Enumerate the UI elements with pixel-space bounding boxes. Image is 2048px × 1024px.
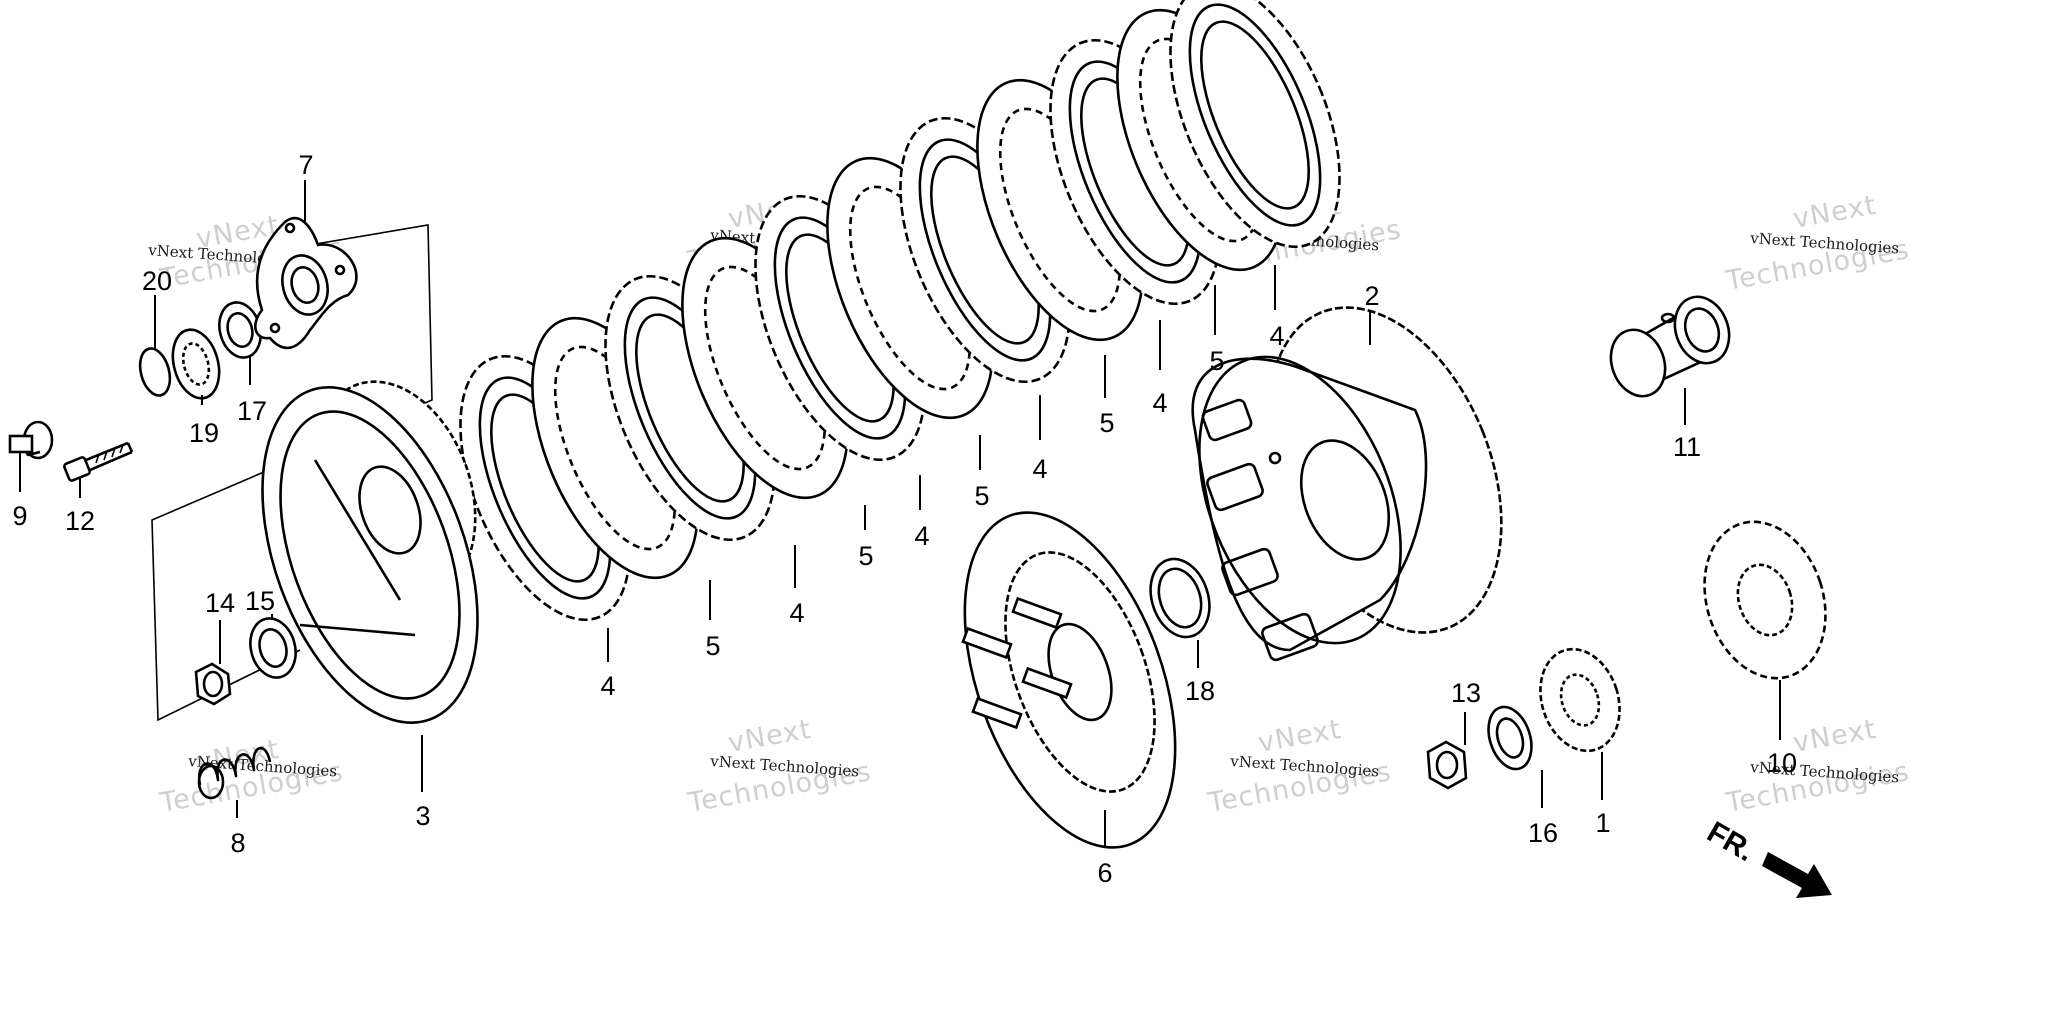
callout-14: 14 <box>205 588 235 618</box>
pressure-plate <box>961 511 1177 849</box>
bolt-12 <box>63 441 134 482</box>
collar-11 <box>1609 295 1731 398</box>
callout-4: 4 <box>1152 388 1167 418</box>
leader-lines <box>19 180 1781 848</box>
callout-10: 10 <box>1767 748 1797 778</box>
callout-20: 20 <box>142 266 172 296</box>
callout-6: 6 <box>1097 858 1112 888</box>
callout-7: 7 <box>298 150 313 180</box>
watermark-brand: vNext <box>1256 714 1344 759</box>
friction-disc <box>1169 0 1341 249</box>
clutch-outer <box>1191 306 1503 662</box>
callout-9: 9 <box>12 501 27 531</box>
lifter-plate-7 <box>254 216 358 350</box>
clutch-center <box>261 380 479 724</box>
callout-5: 5 <box>1209 346 1224 376</box>
callout-2: 2 <box>1364 281 1379 311</box>
bearing-19 <box>171 328 221 400</box>
callout-13: 13 <box>1451 678 1481 708</box>
callout-18: 18 <box>1185 676 1215 706</box>
callout-17: 17 <box>237 396 267 426</box>
callout-19: 19 <box>189 418 219 448</box>
spring-8 <box>197 746 272 800</box>
callout-4: 4 <box>600 671 615 701</box>
pressure-plate-boss <box>961 596 1073 730</box>
washer-16 <box>1487 705 1533 771</box>
callout-8: 8 <box>230 828 245 858</box>
callout-4: 4 <box>1032 454 1047 484</box>
callout-12: 12 <box>65 506 95 536</box>
callout-1: 1 <box>1595 808 1610 838</box>
callout-labels: 7 20 19 17 9 12 14 15 8 3 4 5 4 5 4 5 4 … <box>12 150 1797 888</box>
callout-15: 15 <box>245 586 275 616</box>
watermark: vNext Technologies vNext Technologies <box>157 734 346 819</box>
callout-5: 5 <box>705 631 720 661</box>
bolt-9 <box>8 420 54 460</box>
nut-14 <box>194 662 232 706</box>
watermark: vNext Technologies vNext Technologies <box>1205 714 1394 819</box>
watermark-brand: vNext <box>1791 714 1879 759</box>
front-direction-indicator: FR. <box>1702 815 1832 898</box>
callout-11: 11 <box>1673 432 1701 462</box>
watermark: vNext Technologies vNext Technologies <box>1723 190 1912 297</box>
callout-5: 5 <box>858 541 873 571</box>
watermark-brand: vNext <box>1791 190 1879 235</box>
callout-16: 16 <box>1528 818 1558 848</box>
callout-5: 5 <box>1099 408 1114 438</box>
callout-4: 4 <box>914 521 929 551</box>
snap-ring-20 <box>138 347 172 397</box>
callout-5: 5 <box>974 481 989 511</box>
callout-4: 4 <box>1269 321 1284 351</box>
thrust-washer-18 <box>1149 557 1211 639</box>
callout-3: 3 <box>415 801 430 831</box>
watermark: vNext Technologies vNext Technologies <box>1723 714 1912 819</box>
front-arrow-icon <box>1762 852 1832 898</box>
watermark: vNext Technologies vNext Technologies <box>685 714 874 819</box>
primary-gear-1 <box>1539 647 1621 753</box>
watermark-brand: vNext <box>726 714 814 759</box>
nut-13 <box>1426 740 1468 790</box>
front-label: FR. <box>1702 815 1760 868</box>
washer-15 <box>249 617 297 679</box>
callout-4: 4 <box>789 598 804 628</box>
clutch-plate-stack <box>459 0 1341 622</box>
gear-10 <box>1703 520 1827 680</box>
